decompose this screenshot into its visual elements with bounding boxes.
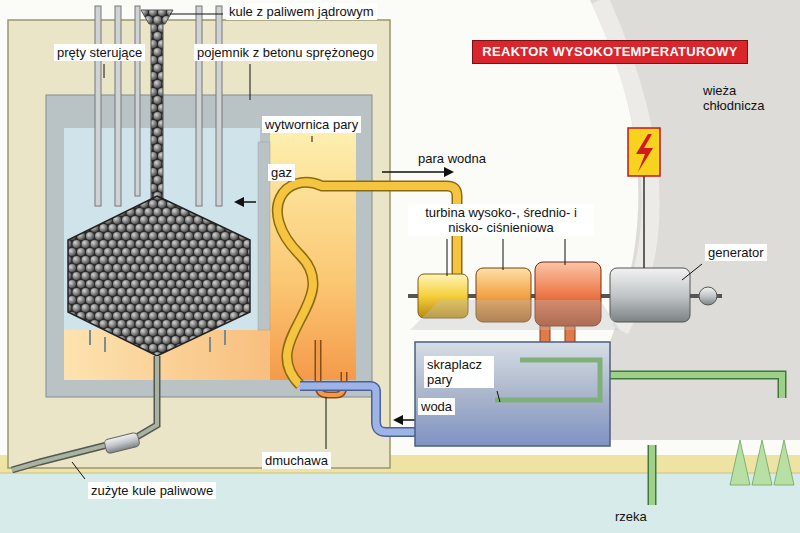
part-label: generator (705, 244, 767, 261)
cooling-water-pipe-part (648, 445, 657, 505)
cooling-water-pipe-part (752, 440, 772, 485)
part-label: turbina wysoko-, średnio- i nisko- ciśni… (408, 204, 594, 236)
condenser (415, 320, 610, 446)
leader-line (326, 397, 327, 449)
leader-line (312, 136, 313, 142)
turbine-generator (408, 262, 722, 330)
pebble-bed-part (104, 337, 106, 352)
pebble-bed-part (209, 337, 211, 352)
leader-line (682, 264, 702, 280)
power-sign-part (643, 176, 645, 268)
condenser-part (415, 342, 610, 446)
turbine-generator-part (699, 287, 717, 305)
spent-fuel-pipe-part (12, 356, 157, 470)
part-label: gaz (268, 164, 295, 181)
pebble-bed-part (68, 196, 250, 356)
part-label: kule z paliwem jądrowym (226, 3, 377, 20)
control-rods-part (216, 6, 222, 206)
control-rods-part (196, 6, 202, 206)
leader-line (447, 239, 448, 276)
part-label: wieża chłodnicza (700, 82, 792, 114)
gas-flow-arrow-part (236, 201, 256, 203)
title-banner: REAKTOR WYSOKOTEMPERATUROWY (472, 40, 748, 64)
leader-line (497, 391, 500, 402)
fuel-feed-pipe-part (151, 22, 163, 200)
leader-line (503, 239, 504, 270)
spent-fuel-pipe (12, 356, 157, 470)
leader-line (72, 462, 85, 479)
power-sign-part (628, 128, 660, 176)
spent-fuel-pipe-part (104, 432, 140, 454)
control-rods-part (115, 6, 121, 206)
steam-pipe-part (382, 171, 452, 173)
leader-line (565, 239, 566, 265)
cooling-water-pipe-part (649, 445, 655, 505)
pebble-bed-part (90, 330, 225, 352)
part-label: woda (418, 398, 455, 415)
control-rods-part (135, 6, 140, 196)
part-label: wytwornica pary (262, 116, 361, 133)
cooling-water-pipe-part (730, 440, 750, 485)
cooling-water-pipe-part (774, 440, 794, 485)
leader-line (170, 14, 223, 15)
part-label: dmuchawa (262, 452, 331, 469)
turbine-generator-part (610, 268, 690, 322)
condenser-part (495, 360, 600, 400)
power-sign (628, 128, 660, 268)
turbine-generator-part (410, 300, 620, 330)
background-part (0, 473, 800, 533)
pebble-bed-part (89, 330, 91, 345)
background-part (0, 473, 800, 474)
pebble-bed (68, 196, 250, 356)
control-rods (95, 6, 222, 206)
fuel-feed-pipe (141, 10, 173, 200)
part-label: zużyte kule paliwowe (88, 482, 216, 499)
control-rods-part (95, 6, 101, 206)
leader-line (250, 64, 251, 100)
fuel-feed-pipe-part (141, 10, 173, 24)
pebble-bed-part (224, 330, 226, 345)
part-label: pojemnik z betonu sprężonego (194, 44, 377, 61)
part-label: rzeka (612, 508, 650, 525)
spent-fuel-pipe-part (12, 356, 157, 470)
part-label: pręty sterujące (54, 44, 145, 61)
cooling-water-pipe-part (730, 440, 794, 485)
part-label: para wodna (415, 150, 489, 167)
part-label: skraplacz pary (424, 356, 494, 388)
gas-flow-arrow (236, 202, 256, 203)
leader-line (104, 64, 105, 78)
power-sign-part (636, 134, 653, 172)
reactor-building-part (356, 128, 370, 380)
